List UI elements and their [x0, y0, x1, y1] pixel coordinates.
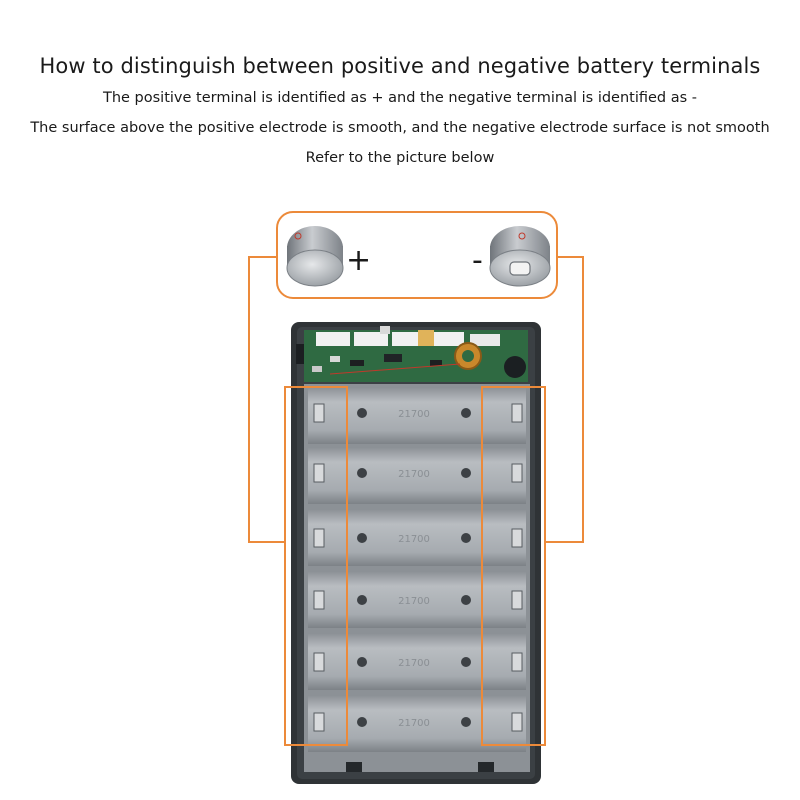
positive-sign: +	[346, 243, 371, 278]
instruction-line-2: The surface above the positive electrode…	[30, 120, 770, 136]
battery-slot: 21700	[308, 388, 526, 444]
left-terminal-highlight	[284, 386, 348, 746]
battery-slot: 21700	[308, 510, 526, 566]
left-connector-line	[248, 256, 285, 543]
instruction-line-1: The positive terminal is identified as +…	[102, 90, 698, 106]
right-terminal-highlight	[481, 386, 546, 746]
negative-terminal-cap	[489, 226, 551, 287]
battery-slot: 21700	[308, 634, 526, 690]
svg-text:21700: 21700	[398, 718, 430, 729]
battery-slot: 21700	[308, 696, 526, 752]
page-title: How to distinguish between positive and …	[39, 54, 761, 78]
battery-slot: 21700	[308, 448, 526, 504]
svg-text:21700: 21700	[398, 534, 430, 545]
circuit-board	[296, 326, 528, 382]
instruction-line-3: Refer to the picture below	[305, 150, 495, 166]
positive-terminal-cap	[286, 226, 344, 287]
battery-slot: 21700	[308, 572, 526, 628]
svg-text:21700: 21700	[398, 409, 430, 420]
svg-text:21700: 21700	[398, 658, 430, 669]
negative-sign: -	[472, 243, 483, 278]
svg-text:21700: 21700	[398, 596, 430, 607]
terminal-callout-box	[276, 211, 558, 299]
svg-text:21700: 21700	[398, 469, 430, 480]
battery-slots: 21700 21700 21700 21700	[308, 388, 526, 752]
right-connector-line	[545, 256, 584, 543]
